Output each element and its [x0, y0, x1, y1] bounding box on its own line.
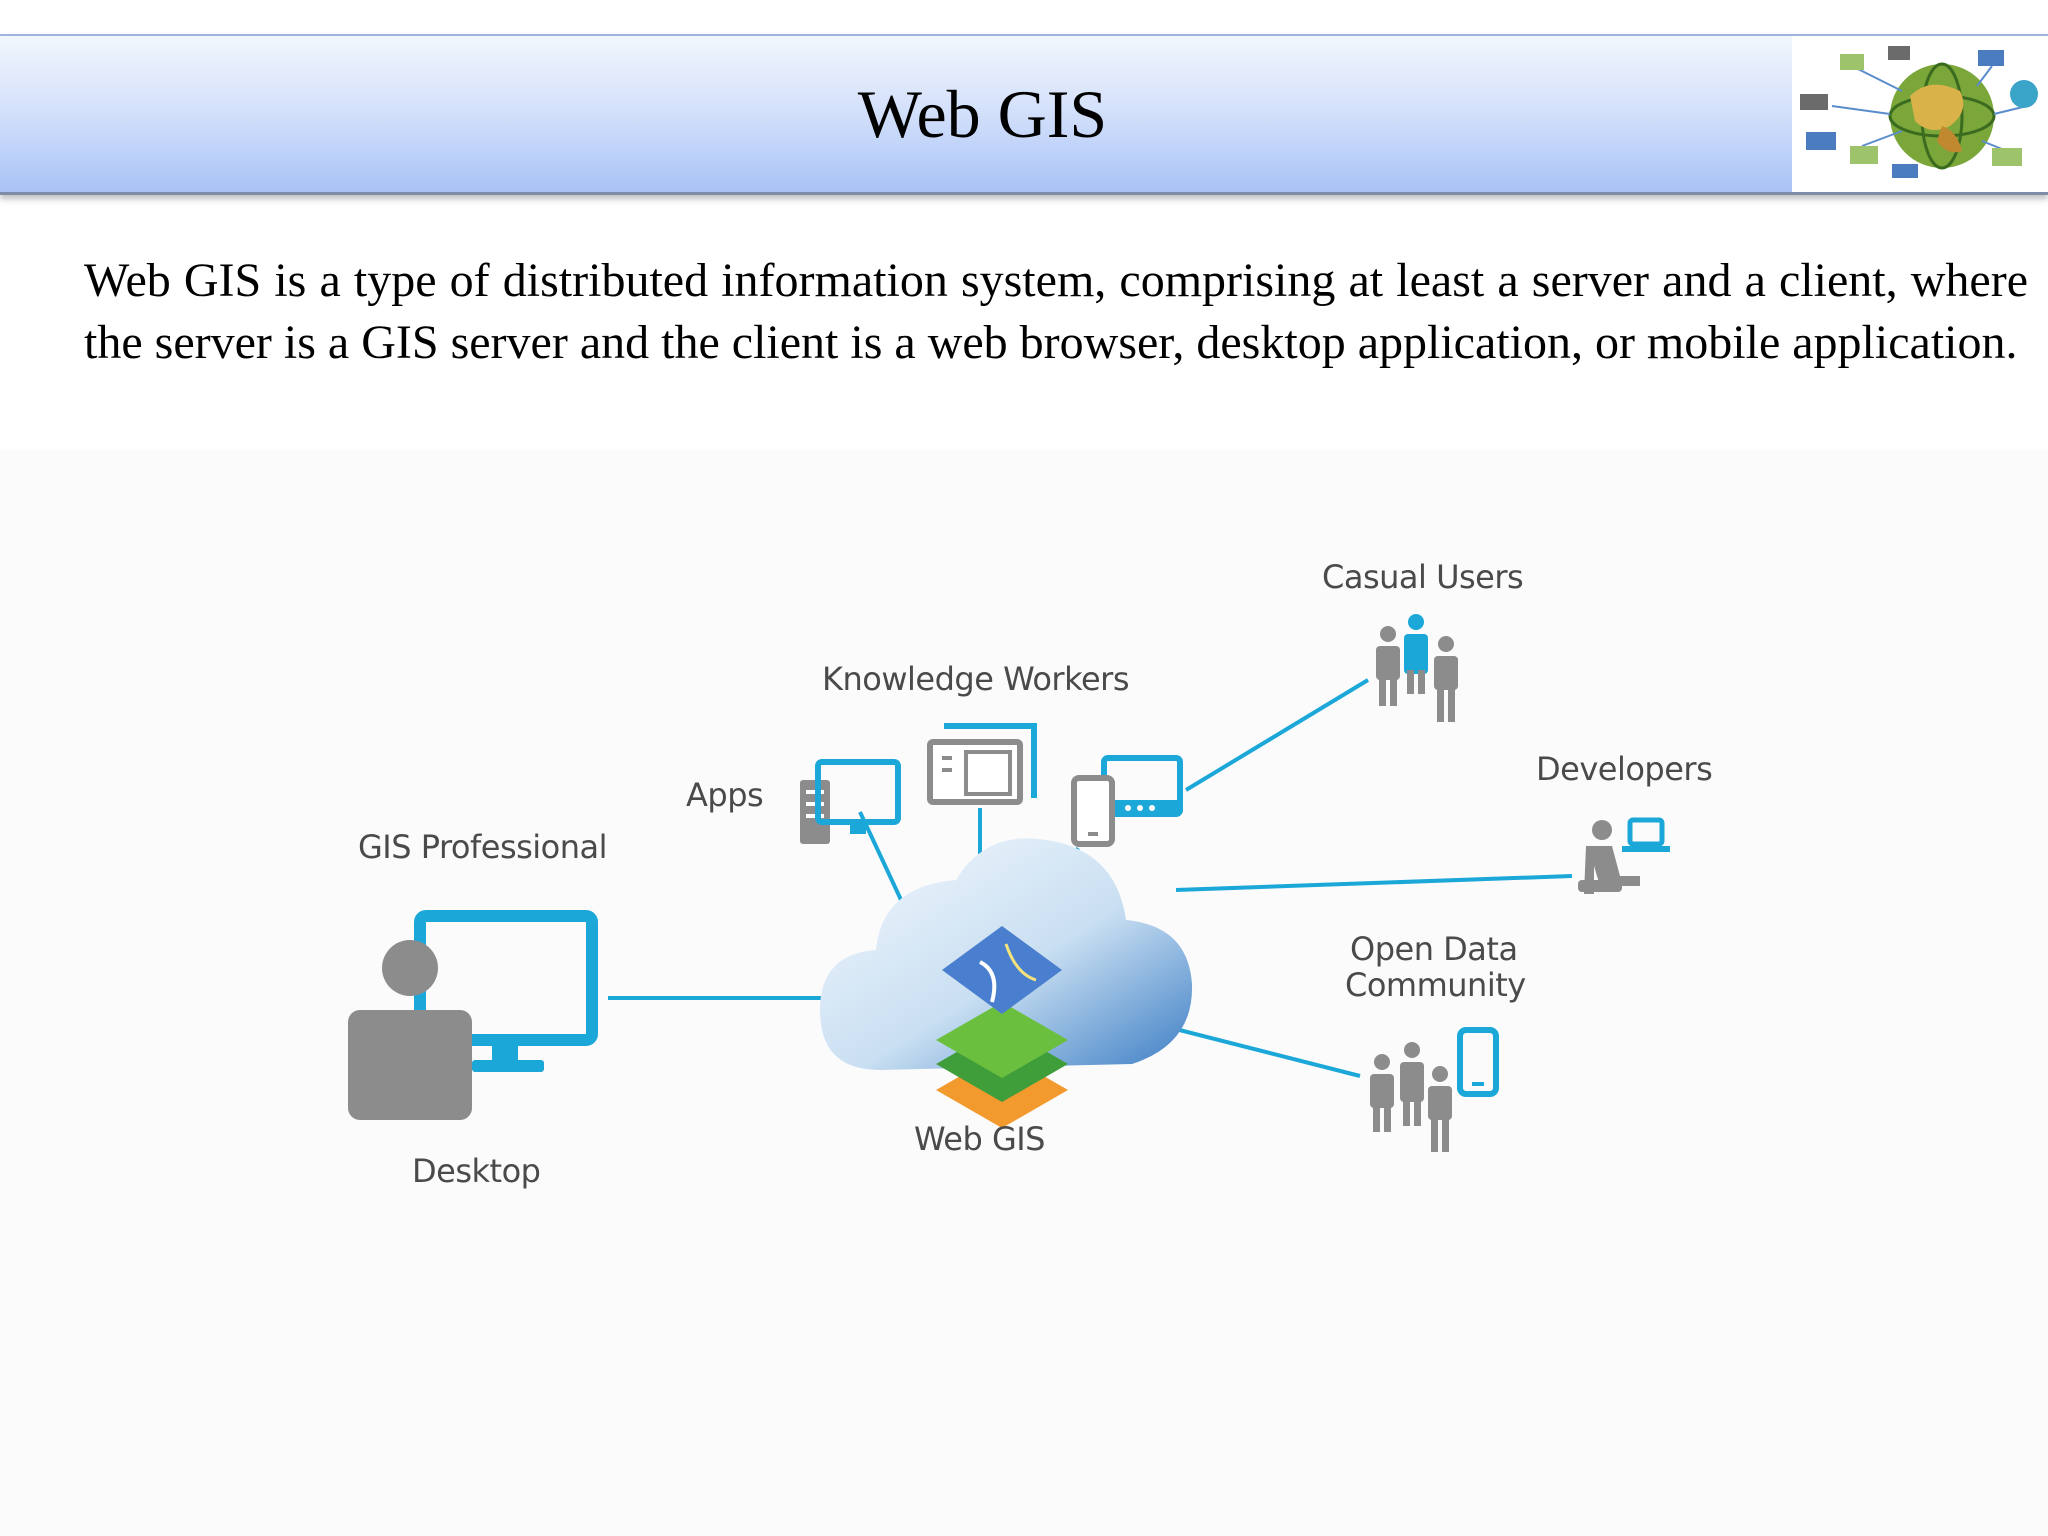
label-developers: Developers [1536, 750, 1713, 788]
label-gis-professional: GIS Professional [358, 828, 608, 866]
knowledge-workers-icon [927, 723, 1037, 805]
gis-professional-icon [348, 910, 598, 1120]
connector-open-data [1147, 1020, 1361, 1078]
label-open-data: Open Data [1350, 930, 1518, 968]
mobile-devices-icon [1071, 755, 1183, 847]
label-apps: Apps [686, 776, 764, 814]
globe-network-logo [1792, 36, 2048, 192]
slide-header: Web GIS [0, 34, 2048, 195]
connector-developers [1175, 874, 1573, 892]
slide-title: Web GIS [857, 76, 1108, 152]
label-web-gis: Web GIS [914, 1120, 1045, 1158]
intro-paragraph: Web GIS is a type of distributed informa… [84, 254, 2028, 369]
connector-casual-users [1184, 678, 1370, 792]
web-gis-diagram: GIS Professional Desktop Apps Knowledge … [0, 450, 2048, 1536]
label-community: Community [1345, 966, 1526, 1004]
label-casual-users: Casual Users [1322, 558, 1524, 596]
developers-icon [1578, 817, 1670, 894]
open-data-community-icon [1370, 1027, 1499, 1152]
label-desktop: Desktop [412, 1152, 541, 1190]
connector-apps [858, 811, 904, 903]
label-knowledge-workers: Knowledge Workers [822, 660, 1129, 698]
map-layers-icon [936, 926, 1068, 1128]
casual-users-icon [1376, 614, 1458, 722]
apps-icon [800, 759, 901, 844]
